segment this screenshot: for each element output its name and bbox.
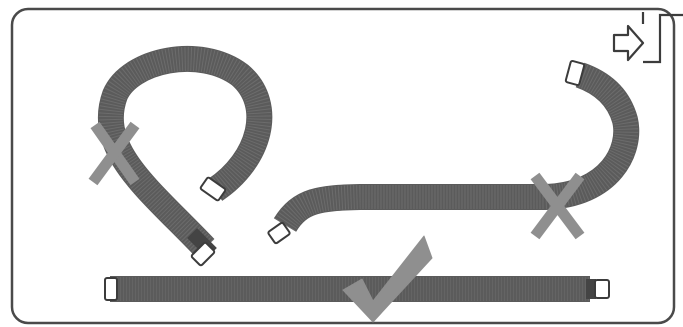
hose-straight-cuff-left (105, 278, 117, 300)
hose-straight-cuff-right (586, 279, 609, 299)
